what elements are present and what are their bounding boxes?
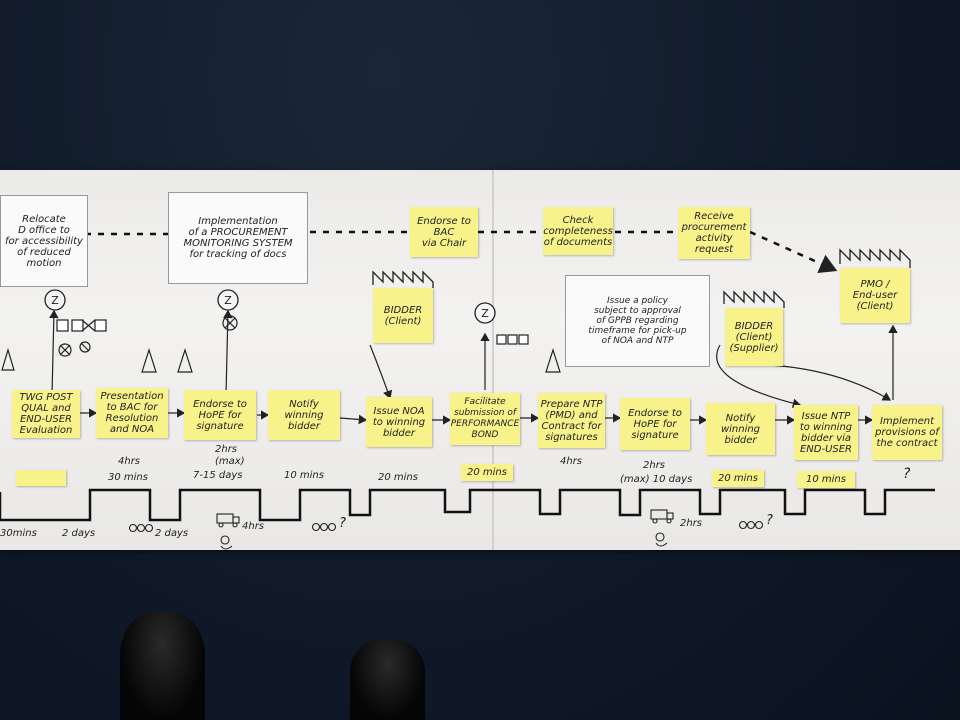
paper-seam <box>492 170 494 550</box>
sticky-issue-noa: Issue NOA to winning bidder <box>366 397 432 447</box>
time-label: 2hrs <box>215 444 238 455</box>
sticky-implement-contract: Implement provisions of the contract <box>872 405 942 460</box>
time-label-bottom: 2 days <box>155 528 189 539</box>
time-label: 10 mins <box>284 470 324 481</box>
sticky-facilitate-bond: Facilitate submission of PERFORMANCE BON… <box>450 393 520 445</box>
kaizen-card-relocate: Relocate D office to for accessibility o… <box>0 195 88 287</box>
sticky-timeline-blank <box>16 470 66 486</box>
time-label-bottom: ? <box>766 513 773 528</box>
time-label: 20 mins <box>378 472 418 483</box>
time-label-bottom: 2 days <box>62 528 96 539</box>
sticky-issue-ntp: Issue NTP to winning bidder via END-USER <box>794 405 858 460</box>
sticky-twg-evaluation: TWG POST QUAL and END-USER Evaluation <box>12 390 80 438</box>
sticky-presentation-bac: Presentation to BAC for Resolution and N… <box>96 388 168 438</box>
svg-text:Z: Z <box>51 294 59 307</box>
time-label-bottom: 30mins <box>0 528 37 539</box>
time-label-bottom: 4hrs <box>242 521 265 532</box>
time-label: 30 mins <box>108 472 148 483</box>
time-label: 2hrs <box>643 460 666 471</box>
time-label-bottom: 2hrs <box>680 518 703 529</box>
time-label-bottom: ? <box>339 516 346 531</box>
time-label: (max) <box>215 456 245 467</box>
time-label: 7-15 days <box>193 470 243 481</box>
time-label: 4hrs <box>118 456 141 467</box>
sticky-endorse-bac: Endorse to BAC via Chair <box>410 207 478 257</box>
sticky-receive-request: Receive procurement activity request <box>678 207 750 259</box>
time-label: 4hrs <box>560 456 583 467</box>
svg-text:Z: Z <box>224 294 232 307</box>
sticky-endorse-hope-2: Endorse to HoPE for signature <box>620 398 690 450</box>
sticky-timeline-20mins: 20 mins <box>461 464 513 481</box>
sticky-timeline-10mins: 10 mins <box>797 471 855 488</box>
sticky-check-completeness: Check completeness of documents <box>543 207 613 255</box>
sticky-notify-bidder-2: Notify winning bidder <box>706 403 775 455</box>
time-label: (max) 10 days <box>620 474 693 485</box>
sticky-prepare-ntp: Prepare NTP (PMD) and Contract for signa… <box>538 393 605 448</box>
kaizen-card-monitoring: Implementation of a PROCUREMENT MONITORI… <box>168 192 308 284</box>
sticky-timeline-20mins-2: 20 mins <box>712 470 764 487</box>
shoe-left <box>120 612 205 720</box>
svg-text:Z: Z <box>481 307 489 320</box>
sticky-bidder-client: BIDDER (Client) <box>373 288 433 343</box>
time-label: ? <box>903 466 911 482</box>
kaizen-card-policy: Issue a policy subject to approval of GP… <box>565 275 710 367</box>
sticky-pmo-enduser: PMO / End-user (Client) <box>840 268 910 323</box>
sticky-endorse-hope: Endorse to HoPE for signature <box>184 390 256 440</box>
sticky-bidder-supplier: BIDDER (Client) (Supplier) <box>725 308 783 366</box>
sticky-notify-bidder: Notify winning bidder <box>268 390 340 440</box>
shoe-right <box>350 640 425 720</box>
